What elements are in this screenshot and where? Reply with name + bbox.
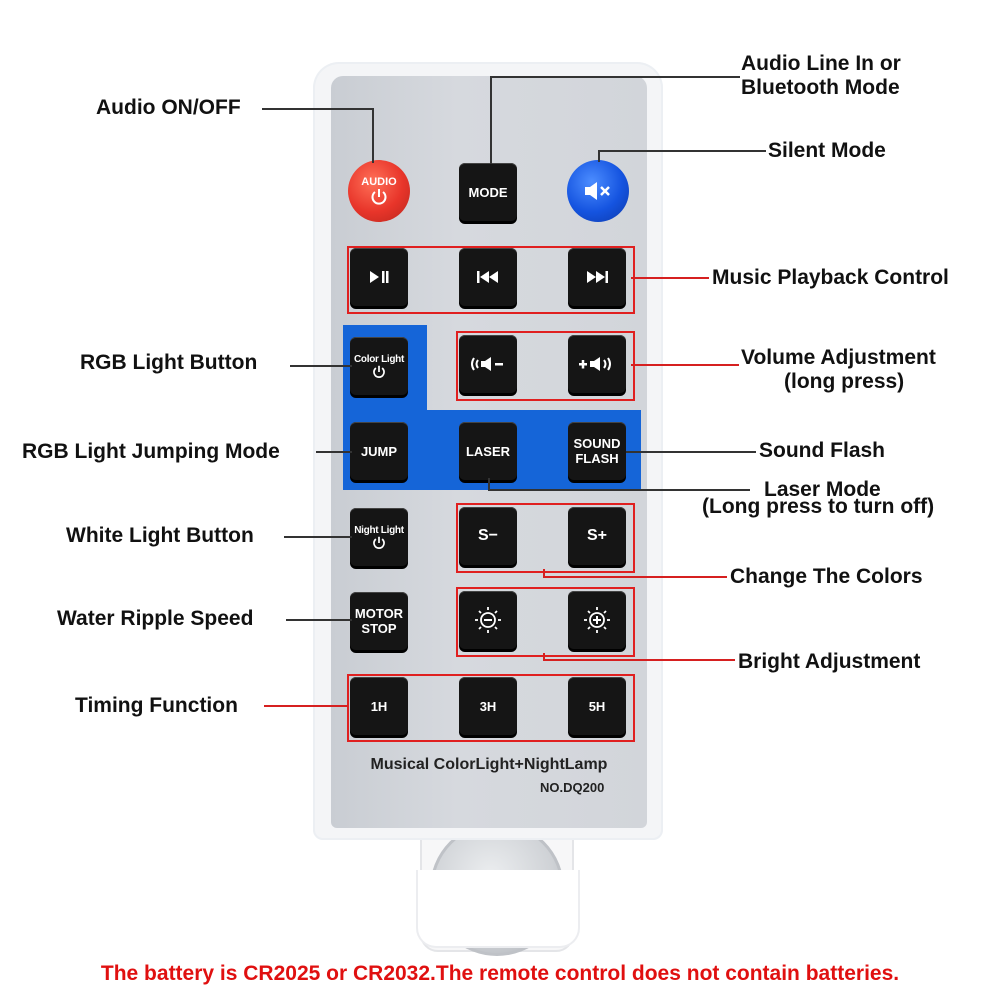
leader-line bbox=[316, 451, 352, 453]
leader-line bbox=[631, 277, 709, 279]
night-light-button[interactable]: Night Light bbox=[350, 508, 408, 566]
s-plus-label: S+ bbox=[586, 527, 607, 544]
brand-text: Musical ColorLight+NightLamp bbox=[370, 756, 608, 773]
brightness-group-box bbox=[456, 587, 635, 657]
brightness-up-icon bbox=[584, 607, 610, 633]
previous-icon bbox=[477, 271, 498, 283]
s-plus-button[interactable]: S+ bbox=[568, 507, 626, 565]
timer-5h-label: 5H bbox=[588, 698, 606, 714]
mute-button[interactable] bbox=[567, 160, 629, 222]
leader-line bbox=[262, 108, 372, 110]
timer-1h-button[interactable]: 1H bbox=[350, 677, 408, 735]
leader-line bbox=[490, 76, 740, 78]
leader-line bbox=[598, 150, 600, 162]
night-light-label: Night Light bbox=[354, 524, 404, 536]
timer-1h-label: 1H bbox=[370, 698, 388, 714]
leader-line bbox=[372, 108, 374, 163]
timer-5h-button[interactable]: 5H bbox=[568, 677, 626, 735]
s-minus-label: S− bbox=[477, 527, 498, 544]
timer-3h-label: 3H bbox=[479, 698, 497, 714]
timing-group-box bbox=[347, 674, 635, 742]
callout-laser-2: (Long press to turn off) bbox=[702, 495, 935, 518]
leader-line bbox=[284, 536, 352, 538]
leader-line bbox=[631, 364, 739, 366]
leader-line bbox=[264, 705, 348, 707]
mode-button[interactable]: MODE bbox=[459, 163, 517, 221]
callout-line-in-2: Bluetooth Mode bbox=[741, 76, 900, 99]
volume-down-button[interactable] bbox=[459, 335, 517, 393]
leader-line bbox=[598, 150, 766, 152]
battery-tray-front bbox=[416, 870, 580, 948]
timer-3h-button[interactable]: 3H bbox=[459, 677, 517, 735]
callout-timing: Timing Function bbox=[75, 694, 238, 717]
volume-down-icon bbox=[471, 357, 503, 371]
mode-label: MODE bbox=[468, 184, 508, 200]
callout-water-ripple: Water Ripple Speed bbox=[57, 607, 254, 630]
leader-line bbox=[543, 569, 545, 578]
leader-line bbox=[543, 653, 545, 661]
leader-line bbox=[488, 478, 490, 490]
leader-line bbox=[286, 619, 352, 621]
volume-group-box bbox=[456, 331, 635, 401]
callout-line-in-1: Audio Line In or bbox=[741, 52, 901, 75]
callout-change-colors: Change The Colors bbox=[730, 565, 923, 588]
callout-audio-onoff: Audio ON/OFF bbox=[96, 96, 241, 119]
brightness-up-button[interactable] bbox=[568, 591, 626, 649]
callout-bright: Bright Adjustment bbox=[738, 650, 921, 673]
callout-rgb-button: RGB Light Button bbox=[80, 351, 258, 374]
leader-line bbox=[543, 576, 727, 578]
leader-line bbox=[490, 76, 492, 164]
battery-note: The battery is CR2025 or CR2032.The remo… bbox=[100, 962, 900, 985]
s-minus-button[interactable]: S− bbox=[459, 507, 517, 565]
leader-line bbox=[488, 489, 750, 491]
jump-label: JUMP bbox=[360, 443, 398, 459]
next-track-button[interactable] bbox=[568, 248, 626, 306]
jump-button[interactable]: JUMP bbox=[350, 422, 408, 480]
callout-playback: Music Playback Control bbox=[712, 266, 949, 289]
leader-line bbox=[290, 365, 352, 367]
volume-up-button[interactable] bbox=[568, 335, 626, 393]
callout-rgb-jump: RGB Light Jumping Mode bbox=[22, 440, 280, 463]
motor-stop-button[interactable]: MOTOR STOP bbox=[350, 592, 408, 650]
callout-volume-2: (long press) bbox=[784, 370, 905, 393]
play-pause-icon bbox=[370, 271, 389, 283]
mute-icon bbox=[585, 182, 610, 200]
laser-button[interactable]: LASER bbox=[459, 422, 517, 480]
callout-silent-mode: Silent Mode bbox=[768, 139, 886, 162]
brightness-down-icon bbox=[475, 607, 501, 633]
leader-line bbox=[543, 659, 735, 661]
color-change-group-box bbox=[456, 503, 635, 573]
power-icon bbox=[371, 189, 387, 205]
previous-track-button[interactable] bbox=[459, 248, 517, 306]
callout-volume-1: Volume Adjustment bbox=[741, 346, 936, 369]
callout-white-light: White Light Button bbox=[66, 524, 254, 547]
color-light-button[interactable]: Color Light bbox=[350, 337, 408, 395]
color-light-label: Color Light bbox=[353, 353, 405, 365]
sound-flash-label-2: FLASH bbox=[575, 451, 619, 466]
play-pause-button[interactable] bbox=[350, 248, 408, 306]
audio-power-button[interactable]: AUDIO bbox=[348, 160, 410, 222]
leader-line bbox=[626, 451, 756, 453]
motor-label-2: STOP bbox=[361, 621, 397, 636]
laser-label: LASER bbox=[465, 443, 511, 459]
audio-label: AUDIO bbox=[361, 176, 397, 188]
callout-laser-1: Laser Mode bbox=[764, 478, 881, 501]
motor-label-1: MOTOR bbox=[354, 606, 404, 621]
sound-flash-button[interactable]: SOUND FLASH bbox=[568, 422, 626, 480]
playback-group-box bbox=[347, 246, 635, 314]
volume-up-icon bbox=[579, 357, 611, 371]
next-icon bbox=[587, 271, 608, 283]
sound-flash-label-1: SOUND bbox=[573, 436, 621, 451]
brightness-down-button[interactable] bbox=[459, 591, 517, 649]
power-icon bbox=[373, 536, 385, 549]
callout-sound-flash: Sound Flash bbox=[759, 439, 885, 462]
power-icon bbox=[373, 365, 385, 378]
model-number: NO.DQ200 bbox=[540, 780, 605, 795]
